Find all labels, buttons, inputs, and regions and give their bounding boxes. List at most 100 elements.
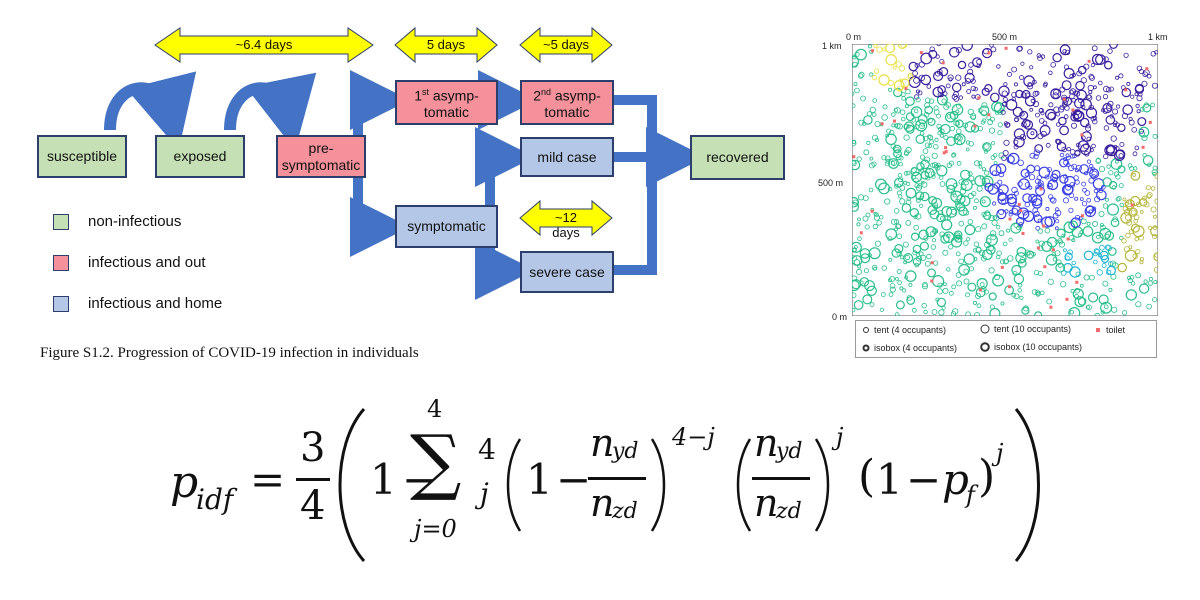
- shelter-marker: [1081, 131, 1092, 142]
- shelter-marker: [1017, 288, 1022, 293]
- shelter-marker: [863, 268, 869, 274]
- shelter-marker: [872, 98, 878, 103]
- shelter-marker: [1048, 194, 1054, 200]
- shelter-marker: [1139, 209, 1144, 214]
- shelter-marker: [898, 155, 904, 161]
- toilet-marker: [893, 119, 896, 123]
- shelter-marker: [946, 184, 956, 194]
- shelter-marker: [996, 250, 1002, 256]
- shelter-marker: [1019, 111, 1025, 117]
- shelter-marker: [1092, 220, 1099, 227]
- shelter-marker: [967, 68, 974, 75]
- shelter-marker: [937, 282, 943, 288]
- shelter-marker: [1030, 98, 1035, 104]
- shelter-marker: [1096, 189, 1107, 201]
- shelter-marker: [1020, 168, 1030, 179]
- shelter-marker: [857, 264, 862, 269]
- shelter-marker: [969, 112, 977, 120]
- shelter-marker: [1154, 173, 1158, 180]
- shelter-marker: [998, 230, 1005, 237]
- shelter-marker: [995, 163, 1007, 174]
- shelter-marker: [899, 286, 904, 291]
- shelter-marker: [1147, 162, 1152, 167]
- shelter-marker: [1128, 245, 1133, 250]
- shelter-marker: [943, 282, 947, 287]
- shelter-marker: [941, 305, 946, 310]
- toilet-marker: [930, 261, 934, 265]
- shelter-marker: [1103, 56, 1109, 62]
- shelter-marker: [1072, 109, 1083, 120]
- shelter-marker: [1068, 207, 1074, 213]
- shelter-marker: [856, 222, 861, 227]
- shelter-marker: [1058, 157, 1069, 168]
- shelter-marker: [1044, 174, 1050, 180]
- shelter-marker: [1121, 310, 1128, 316]
- shelter-marker: [904, 254, 911, 261]
- shelter-marker: [1123, 52, 1129, 58]
- shelter-marker: [1103, 125, 1110, 131]
- shelter-marker: [1143, 201, 1150, 208]
- toilet-marker: [1087, 59, 1091, 63]
- shelter-marker: [1028, 185, 1033, 190]
- shelter-marker: [1019, 110, 1029, 120]
- shelter-marker: [1002, 241, 1008, 247]
- shelter-marker: [1064, 105, 1070, 111]
- shelter-marker: [1096, 269, 1103, 276]
- shelter-marker: [881, 155, 887, 161]
- shelter-marker: [1101, 263, 1107, 268]
- curve-arrow-susceptible-exposed: [104, 71, 197, 150]
- shelter-marker: [998, 184, 1009, 195]
- shelter-marker: [876, 220, 882, 226]
- shelter-marker: [948, 77, 953, 82]
- shelter-marker: [1002, 96, 1008, 102]
- shelter-marker: [1074, 168, 1079, 173]
- shelter-marker: [1069, 310, 1075, 315]
- shelter-marker: [1036, 175, 1042, 181]
- shelter-marker: [1028, 174, 1036, 181]
- shelter-marker: [965, 292, 971, 298]
- shelter-marker: [1132, 151, 1138, 157]
- shelter-marker: [1142, 71, 1149, 78]
- shelter-marker: [1130, 223, 1140, 233]
- shelter-marker: [1115, 75, 1120, 80]
- map-x-tick-500: 500 m: [992, 32, 1018, 42]
- shelter-marker: [1011, 186, 1018, 194]
- shelter-marker: [890, 159, 898, 167]
- shelter-marker: [963, 209, 970, 216]
- shelter-marker: [992, 201, 997, 206]
- shelter-marker: [889, 129, 895, 136]
- shelter-marker: [958, 95, 963, 100]
- shelter-marker: [871, 112, 877, 117]
- shelter-marker: [873, 211, 878, 216]
- shelter-marker: [936, 44, 942, 47]
- shelter-marker: [902, 241, 909, 248]
- formula-paren-1-right: [650, 438, 666, 532]
- shelter-marker: [1143, 279, 1148, 284]
- shelter-marker: [1143, 102, 1150, 108]
- shelter-marker: [989, 164, 1002, 177]
- formula-binom-top: 4: [478, 433, 496, 466]
- shelter-marker: [1073, 90, 1079, 96]
- formula-frac-num: 3: [300, 425, 326, 471]
- shelter-marker: [1119, 142, 1125, 148]
- shelter-marker: [852, 255, 857, 262]
- shelter-marker: [981, 249, 993, 261]
- shelter-marker: [971, 191, 977, 197]
- shelter-marker: [946, 114, 952, 119]
- shelter-marker: [1013, 273, 1025, 285]
- formula-frac-bar: [296, 478, 330, 481]
- shelter-marker: [915, 191, 925, 201]
- shelter-marker: [935, 297, 940, 302]
- shelter-marker: [1152, 165, 1158, 171]
- shelter-marker: [1074, 296, 1086, 308]
- shelter-marker: [920, 254, 927, 261]
- shelter-marker: [1082, 225, 1094, 237]
- shelter-marker: [1011, 292, 1017, 298]
- shelter-marker: [857, 217, 861, 222]
- shelter-marker: [919, 203, 924, 208]
- shelter-marker: [1059, 152, 1065, 158]
- shelter-marker: [889, 283, 896, 289]
- shelter-marker: [1078, 216, 1083, 221]
- shelter-marker: [910, 232, 920, 241]
- shelter-marker: [892, 144, 902, 154]
